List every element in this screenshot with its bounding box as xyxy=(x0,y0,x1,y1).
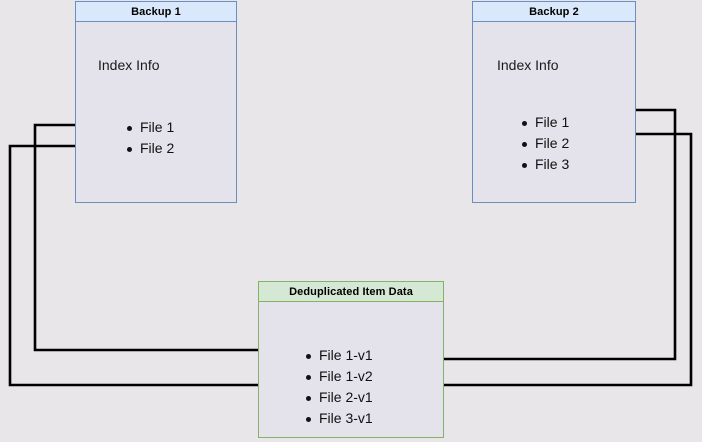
node-deduplicated-item-data-header: Deduplicated Item Data xyxy=(259,282,443,302)
file-list-dedup: File 1-v1 File 1-v2 File 2-v1 File 3-v1 xyxy=(302,345,373,429)
node-backup-2-body: Index Info File 1 File 2 File 3 xyxy=(473,22,635,202)
index-info-label-backup-2: Index Info xyxy=(497,57,559,73)
node-backup-2-header: Backup 2 xyxy=(473,2,635,22)
list-item: File 1-v1 xyxy=(302,345,373,366)
list-item: File 1 xyxy=(518,112,569,133)
index-info-label-backup-1: Index Info xyxy=(98,57,160,73)
list-item: File 1-v2 xyxy=(302,366,373,387)
node-backup-1-header: Backup 1 xyxy=(76,2,236,22)
node-deduplicated-item-data[interactable]: Deduplicated Item Data File 1-v1 File 1-… xyxy=(258,281,444,438)
list-item: File 1 xyxy=(123,117,174,138)
file-list-backup-1: File 1 File 2 xyxy=(123,117,174,159)
node-backup-2[interactable]: Backup 2 Index Info File 1 File 2 File 3 xyxy=(472,1,636,203)
node-deduplicated-item-data-body: File 1-v1 File 1-v2 File 2-v1 File 3-v1 xyxy=(259,302,443,437)
list-item: File 2-v1 xyxy=(302,387,373,408)
list-item: File 2 xyxy=(123,138,174,159)
list-item: File 3 xyxy=(518,154,569,175)
list-item: File 3-v1 xyxy=(302,408,373,429)
node-backup-1-body: Index Info File 1 File 2 xyxy=(76,22,236,202)
file-list-backup-2: File 1 File 2 File 3 xyxy=(518,112,569,175)
node-backup-1[interactable]: Backup 1 Index Info File 1 File 2 xyxy=(75,1,237,203)
list-item: File 2 xyxy=(518,133,569,154)
